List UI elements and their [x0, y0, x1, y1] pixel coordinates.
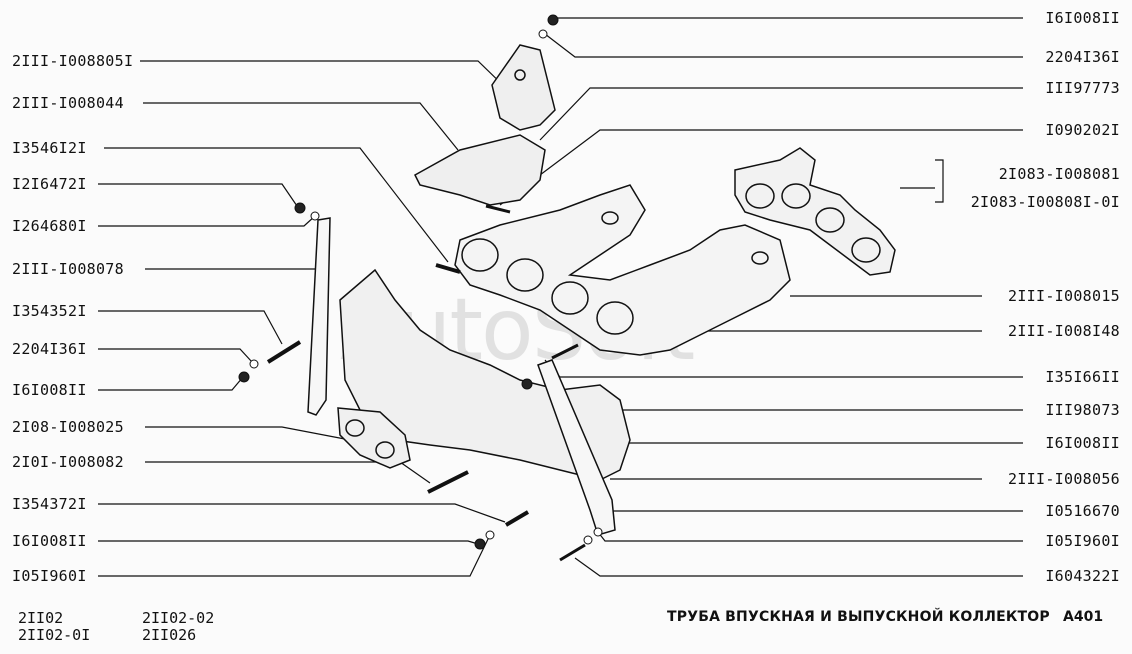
part-label-right: 2III-I008I48 — [1008, 322, 1120, 340]
model-code: 2II02-0I — [18, 626, 91, 644]
leader-l2 — [143, 102, 459, 151]
gasket-part-label-alt: 2I083-I00808I-0I — [970, 193, 1120, 211]
exhaust-gasket — [734, 147, 896, 276]
leader-r13 — [574, 557, 1023, 577]
part-label-left: I2I6472I — [12, 175, 87, 193]
part-label-left: 2III-I008805I — [12, 52, 134, 70]
leader-l1 — [140, 60, 511, 93]
leader-r12 — [597, 531, 1023, 542]
part-label-right: I35I66II — [1045, 368, 1120, 386]
part-label-left: I264680I — [12, 217, 87, 235]
part-label-left: 2204I36I — [12, 340, 87, 358]
leader-r2 — [544, 33, 1023, 58]
part-label-right: 2III-I008056 — [1008, 470, 1120, 488]
leader-l9 — [98, 376, 244, 391]
support-strut-left — [307, 217, 331, 416]
model-code: 2II02-02 — [142, 609, 215, 627]
part-label-left: I354352I — [12, 302, 87, 320]
leader-l14 — [98, 534, 491, 577]
part-label-right: I090202I — [1045, 121, 1120, 139]
part-label-left: I3546I2I — [12, 139, 87, 157]
part-label-right: I05I960I — [1045, 532, 1120, 550]
part-label-left: 2I0I-I008082 — [12, 453, 124, 471]
heat-shield — [414, 44, 556, 206]
leader-l3 — [104, 147, 449, 263]
leader-r7 — [544, 359, 1023, 378]
leader-l10 — [145, 426, 351, 441]
part-label-right: I6I008II — [1045, 9, 1120, 27]
intake-manifold — [454, 184, 791, 356]
part-label-right: III97773 — [1045, 79, 1120, 97]
page-code: A401 — [1063, 609, 1104, 625]
leader-l7 — [98, 310, 283, 345]
model-code: 2II02 — [18, 609, 64, 627]
gasket-part-label: 2I083-I008081 — [998, 165, 1120, 183]
brace-line — [935, 159, 944, 203]
exhaust-manifold — [337, 268, 631, 481]
part-label-left: I6I008II — [12, 381, 87, 399]
diagram-title: ТРУБА ВПУСКНАЯ И ВЫПУСКНОЙ КОЛЛЕКТОР — [667, 609, 1050, 625]
part-label-right: III98073 — [1045, 401, 1120, 419]
leader-r3 — [539, 87, 1023, 141]
support-strut-right — [537, 359, 616, 536]
part-label-left: I6I008II — [12, 532, 87, 550]
part-label-left: 2I08-I008025 — [12, 418, 124, 436]
part-label-left: 2III-I008044 — [12, 94, 124, 112]
leader-l5 — [98, 215, 316, 227]
part-label-right: 2204I36I — [1045, 48, 1120, 66]
part-label-left: I354372I — [12, 495, 87, 513]
part-label-right: I604322I — [1045, 567, 1120, 585]
leader-l8 — [98, 348, 253, 363]
part-label-right: 2III-I008015 — [1008, 287, 1120, 305]
part-label-right: I0516670 — [1045, 502, 1120, 520]
leader-l13 — [98, 540, 479, 545]
leader-l12 — [98, 503, 506, 523]
part-label-left: 2III-I008078 — [12, 260, 124, 278]
fasteners — [238, 14, 603, 562]
model-code: 2II026 — [142, 626, 197, 644]
part-label-right: I6I008II — [1045, 434, 1120, 452]
part-label-left: I05I960I — [12, 567, 87, 585]
leader-l4 — [98, 183, 298, 207]
